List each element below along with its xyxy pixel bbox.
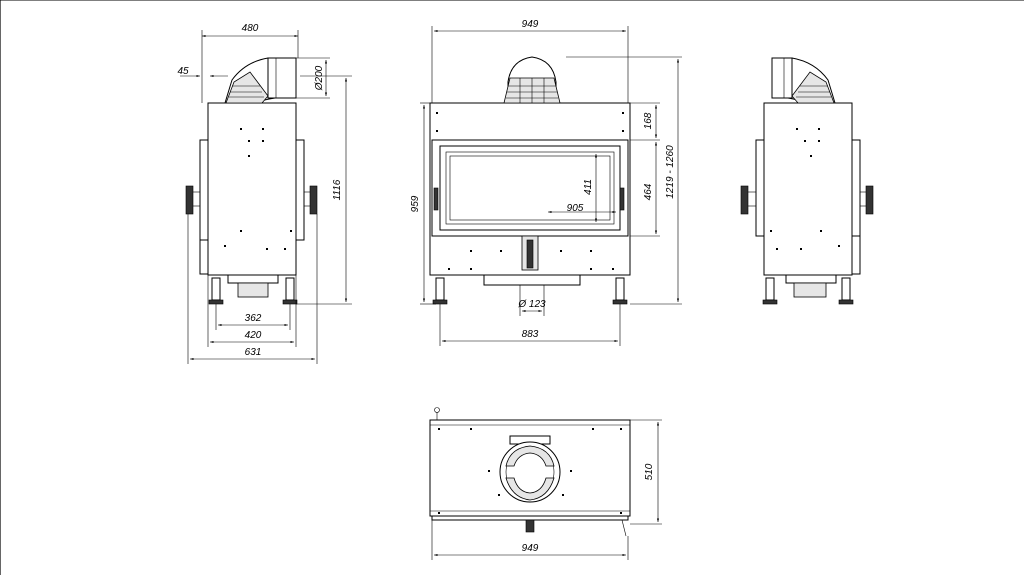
dim-top-width: 949 [522, 543, 539, 554]
dim-front-leg-spacing: 883 [522, 329, 539, 340]
dim-front-height: 959 [410, 195, 421, 212]
dim-side-total-depth: 631 [245, 347, 262, 358]
dim-side-offset: 45 [177, 66, 189, 77]
dim-front-width-top: 949 [522, 19, 539, 30]
dim-side-base-depth: 420 [245, 330, 262, 341]
dim-front-opening-height: 464 [643, 183, 654, 200]
front-view-dimensions [420, 26, 682, 346]
side-view-right [740, 57, 874, 305]
dim-top-depth: 510 [644, 463, 655, 480]
side-view-left [185, 57, 318, 305]
top-view [429, 407, 631, 537]
top-view-dimensions [431, 419, 662, 560]
dim-front-total-height: 1219 - 1260 [665, 145, 676, 199]
dim-front-air-inlet: Ø 123 [517, 299, 546, 310]
front-view [429, 56, 631, 305]
dim-flue-diameter: Ø200 [314, 65, 325, 91]
side-view-dimensions [180, 30, 352, 364]
dim-front-glass-height: 411 [583, 179, 594, 195]
dim-side-leg-spacing: 362 [245, 313, 262, 324]
dim-side-height: 1116 [332, 179, 343, 200]
dim-front-top-band: 168 [643, 112, 654, 129]
dim-front-glass-width: 905 [567, 203, 584, 214]
dim-side-top-depth: 480 [242, 23, 259, 34]
